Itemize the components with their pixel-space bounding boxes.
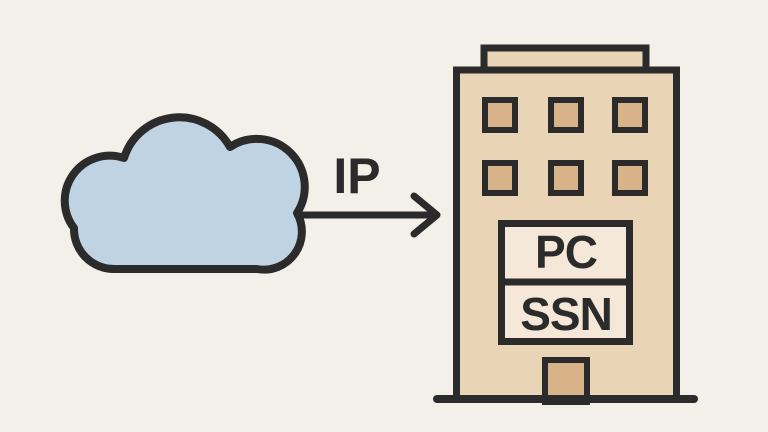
arrow-label: IP — [333, 148, 380, 204]
arrow-right-icon — [295, 192, 441, 238]
building-window — [612, 160, 648, 196]
building-window — [482, 160, 518, 196]
building-icon: PC SSN — [433, 44, 698, 405]
cloud-icon — [60, 113, 309, 274]
cloud-shape — [60, 113, 309, 274]
building-window — [482, 97, 518, 133]
arrow-head — [410, 192, 441, 238]
building-sign: PC SSN — [498, 220, 633, 345]
building-window — [612, 97, 648, 133]
building-window — [548, 97, 584, 133]
sign-label-pc: PC — [535, 226, 597, 278]
building-window — [548, 160, 584, 196]
sign-label-ssn: SSN — [520, 288, 612, 340]
